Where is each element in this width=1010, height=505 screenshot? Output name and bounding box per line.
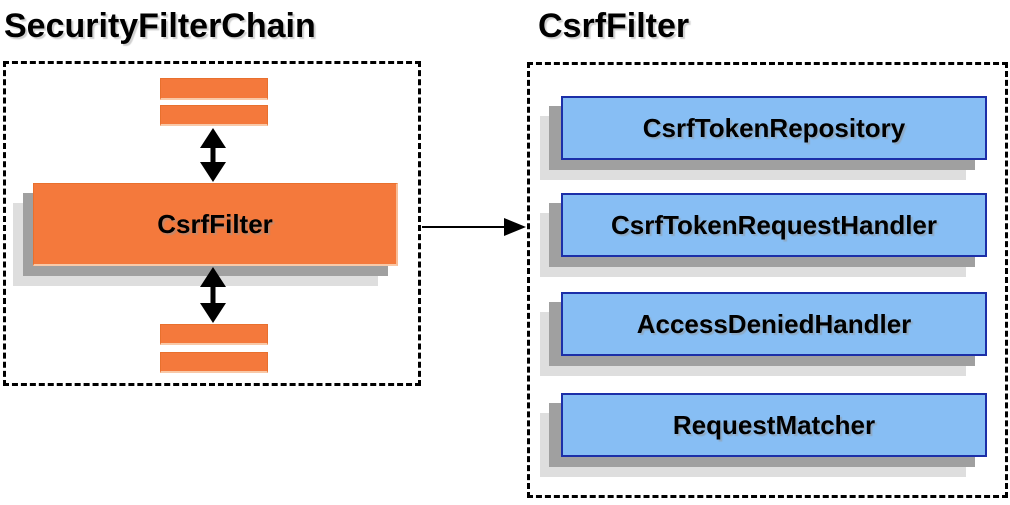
csrf-filter-boundary xyxy=(527,62,1008,498)
csrf-filter-box-label: CsrfFilter xyxy=(157,208,273,239)
filter-bar xyxy=(160,324,268,345)
filter-bar xyxy=(160,78,268,100)
component-label: AccessDeniedHandler xyxy=(636,308,912,339)
csrf-filter-title: CsrfFilter xyxy=(538,7,690,45)
security-filter-chain-boundary xyxy=(3,61,421,386)
component-label: RequestMatcher xyxy=(672,409,876,440)
filter-bar xyxy=(160,352,268,373)
component-box-access-denied-handler: AccessDeniedHandler xyxy=(561,292,987,356)
flow-arrow-icon xyxy=(422,218,526,236)
component-label: CsrfTokenRepository xyxy=(642,112,906,143)
filter-bar xyxy=(160,105,268,126)
security-filter-chain-title: SecurityFilterChain xyxy=(4,7,316,45)
component-label: CsrfTokenRequestHandler xyxy=(610,209,938,240)
csrf-filter-box: CsrfFilter xyxy=(33,183,398,266)
component-box-csrf-token-request-handler: CsrfTokenRequestHandler xyxy=(561,193,987,257)
component-box-csrf-token-repository: CsrfTokenRepository xyxy=(561,96,987,160)
component-box-request-matcher: RequestMatcher xyxy=(561,393,987,457)
